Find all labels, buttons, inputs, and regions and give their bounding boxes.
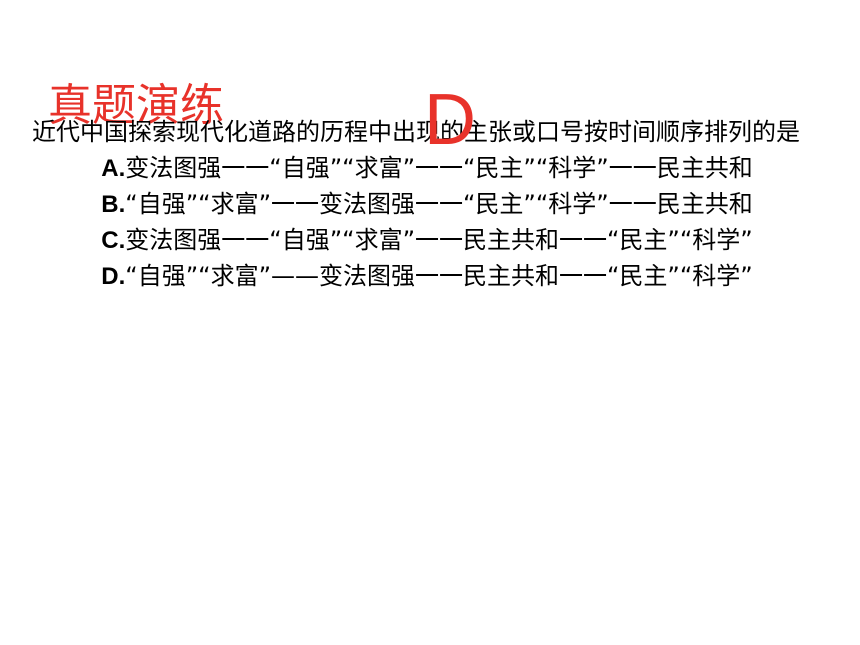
slide-title: 真题演练 [48, 80, 224, 131]
option-letter: D. [101, 263, 126, 290]
option-a: A.变法图强一一“自强”“求富”一一“民主”“科学”一一民主共和 [32, 151, 822, 186]
option-list: A.变法图强一一“自强”“求富”一一“民主”“科学”一一民主共和 B.“自强”“… [32, 151, 822, 294]
option-text: 变法图强一一“自强”“求富”一一民主共和一一“民主”“科学” [125, 226, 753, 254]
question-block: 近代中国探索现代化道路的历程中出现的主张或口号按时间顺序排列的是 A.变法图强一… [32, 117, 822, 295]
option-letter: C. [101, 227, 126, 254]
option-c: C.变法图强一一“自强”“求富”一一民主共和一一“民主”“科学” [32, 223, 822, 258]
answer-mark: D [424, 80, 476, 160]
option-letter: B. [101, 191, 126, 218]
option-text: “自强”“求富”——变法图强一一民主共和一一“民主”“科学” [125, 262, 753, 290]
option-letter: A. [101, 155, 126, 182]
option-text: “自强”“求富”一一变法图强一一“民主”“科学”一一民主共和 [125, 190, 753, 218]
question-stem: 近代中国探索现代化道路的历程中出现的主张或口号按时间顺序排列的是 [32, 118, 800, 146]
option-text: 变法图强一一“自强”“求富”一一“民主”“科学”一一民主共和 [125, 154, 753, 182]
option-d: D.“自强”“求富”——变法图强一一民主共和一一“民主”“科学” [32, 259, 822, 294]
option-b: B.“自强”“求富”一一变法图强一一“民主”“科学”一一民主共和 [32, 187, 822, 222]
